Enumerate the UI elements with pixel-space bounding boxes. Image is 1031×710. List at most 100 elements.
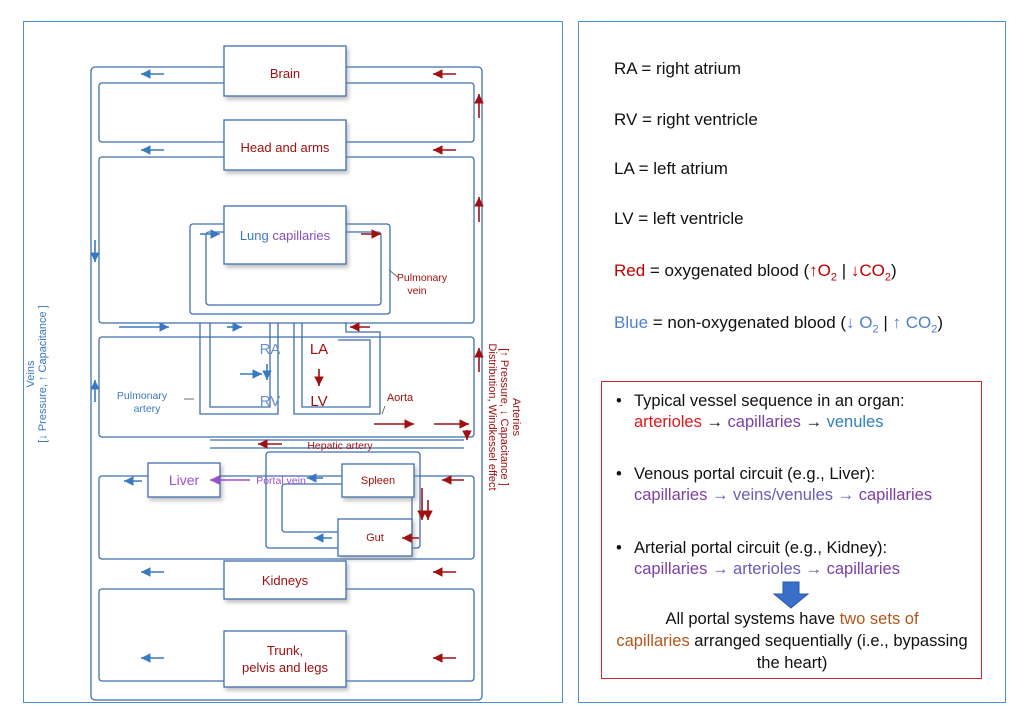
- legend-lv: LV = left ventricle: [614, 209, 744, 228]
- seq-arrow: →: [800, 560, 827, 578]
- circulation-diagram: Brain Head and arms Lung capillaries Liv…: [25, 45, 522, 701]
- note-2-sequence: capillaries → veins/venules → capillarie…: [634, 485, 932, 505]
- subscript: 2: [884, 271, 892, 284]
- seq-arrow: →: [701, 413, 728, 431]
- la-label: LA: [310, 341, 328, 358]
- conclusion-part-b: two sets of: [839, 610, 919, 628]
- legend-red-co2: ↓CO2: [850, 261, 892, 284]
- seq-arterioles: arterioles: [634, 413, 702, 431]
- seq-arrow: →: [707, 486, 734, 504]
- legend-ra: RA = right atrium: [614, 59, 742, 78]
- seq-arterioles: arterioles: [733, 560, 801, 578]
- spleen-label: Spleen: [361, 475, 395, 487]
- legend-blue-word: Blue: [614, 313, 649, 332]
- trunk-label-line2: pelvis and legs: [242, 660, 328, 675]
- arteries-label-line2: [↑ Pressure, ↓ Capacitance ]: [498, 348, 510, 486]
- note-1-sequence: arterioles → capillaries → venules: [634, 412, 883, 432]
- leader-line: [381, 405, 386, 415]
- seq-capillaries: capillaries: [727, 413, 801, 431]
- brain-box: [223, 45, 347, 97]
- seq-arrow: →: [833, 486, 859, 504]
- head-arms-label: Head and arms: [241, 140, 330, 155]
- spleen-box: [341, 463, 415, 498]
- portal-notes-box: • Typical vessel sequence in an organ: a…: [601, 381, 982, 679]
- arteries-label-line3: Distribution, Windkessel effect: [486, 343, 498, 490]
- kidneys-box: [223, 560, 347, 600]
- legend-red: Red = oxygenated blood (↑O2 | ↓CO2): [614, 261, 897, 283]
- subscript: 2: [872, 323, 879, 336]
- legend-blue-o2: ↓ O2: [846, 313, 879, 336]
- heart-inner-outline: [209, 323, 371, 408]
- portal-vein-label: Portal vein: [256, 475, 306, 487]
- note-1-title: Typical vessel sequence in an organ:: [634, 392, 905, 410]
- rv-label: RV: [260, 393, 281, 410]
- bullet-dot: •: [616, 392, 622, 410]
- seq-venules: venules: [826, 413, 884, 431]
- seq-arrow: →: [800, 413, 827, 431]
- liver-box: [147, 462, 221, 498]
- note-2-title: Venous portal circuit (e.g., Liver):: [634, 465, 876, 483]
- pulmonary-vein-label-line1: Pulmonary: [397, 272, 448, 284]
- portal-conclusion: All portal systems have two sets of capil…: [612, 608, 972, 674]
- note-3-sequence: capillaries → arterioles → capillaries: [634, 559, 900, 579]
- subscript: 2: [830, 271, 838, 284]
- venous-arrows: [90, 69, 332, 663]
- legend-rv: RV = right ventricle: [614, 110, 758, 129]
- lung-label-part2: capillaries: [272, 228, 330, 243]
- trunk-label-line1: Trunk,: [267, 643, 303, 658]
- seq-arrow: →: [707, 560, 734, 578]
- seq-veins-venules: veins/venules: [733, 486, 834, 504]
- legend-red-word: Red: [614, 261, 646, 280]
- seq-capillaries: capillaries: [634, 486, 708, 504]
- kidneys-label: Kidneys: [262, 573, 309, 588]
- legend-panel: RA = right atrium RV = right ventricle L…: [578, 21, 1006, 703]
- subscript: 2: [931, 323, 938, 336]
- lung-box: [223, 205, 347, 265]
- legend-close: ): [891, 261, 897, 280]
- arteries-label-line1: Arteries: [510, 398, 522, 436]
- legend-red-o2: ↑O2: [809, 261, 838, 284]
- veins-label-line1: Veins: [25, 360, 37, 387]
- liver-label: Liver: [169, 472, 200, 488]
- heart-vessel-loop: [98, 336, 475, 438]
- pulmonary-artery-label-line1: Pulmonary: [117, 390, 168, 402]
- trunk-box: [223, 630, 347, 688]
- legend-blue-co2-text: ↑ CO: [892, 313, 932, 332]
- arterial-arrows: [258, 69, 484, 663]
- bullet-dot: •: [616, 539, 622, 557]
- seq-capillaries: capillaries: [858, 486, 933, 504]
- legend-blue: Blue = non-oxygenated blood (↓ O2 | ↑ CO…: [614, 313, 943, 335]
- legend-sep: |: [878, 313, 893, 332]
- legend-sep: |: [837, 261, 851, 280]
- legend-red-desc: = oxygenated blood (: [645, 261, 810, 280]
- liver-vessel-loop: [98, 475, 475, 560]
- ra-label: RA: [260, 341, 281, 358]
- label-leaders: [184, 269, 400, 415]
- conclusion-part-d: arranged sequentially (i.e., bypassing t…: [689, 632, 968, 672]
- seq-capillaries: capillaries: [634, 560, 708, 578]
- legend-red-co2-text: ↓CO: [850, 261, 885, 280]
- heart-outline: [199, 323, 381, 415]
- aorta-label: Aorta: [387, 392, 414, 404]
- gut-box: [337, 518, 413, 557]
- bullet-dot: •: [616, 465, 622, 483]
- organ-boxes: [147, 45, 415, 688]
- conclusion-part-c: capillaries: [616, 632, 690, 650]
- seq-capillaries: capillaries: [826, 560, 900, 578]
- lung-label-part1: Lung: [240, 228, 273, 243]
- brain-label: Brain: [270, 66, 300, 81]
- legend-blue-o2-text: ↓ O: [846, 313, 873, 332]
- pulmonary-artery-label-line2: artery: [134, 403, 162, 415]
- legend-blue-desc: = non-oxygenated blood (: [648, 313, 847, 332]
- legend-close: ): [937, 313, 944, 332]
- lv-label: LV: [310, 393, 327, 410]
- pulmonary-vein-label-line2: vein: [407, 285, 426, 297]
- veins-label-line2: [↓ Pressure, ↑ Capacitance ]: [37, 305, 49, 443]
- circulation-diagram-panel: Brain Head and arms Lung capillaries Liv…: [23, 21, 563, 703]
- conclusion-part-a: All portal systems have: [665, 610, 840, 628]
- legend-la: LA = left atrium: [614, 159, 728, 178]
- down-arrow-icon: [772, 581, 810, 609]
- hepatic-artery-label: Hepatic artery: [307, 440, 373, 452]
- legend-red-o2-text: ↑O: [809, 261, 831, 280]
- lung-label: Lung capillaries: [240, 228, 331, 243]
